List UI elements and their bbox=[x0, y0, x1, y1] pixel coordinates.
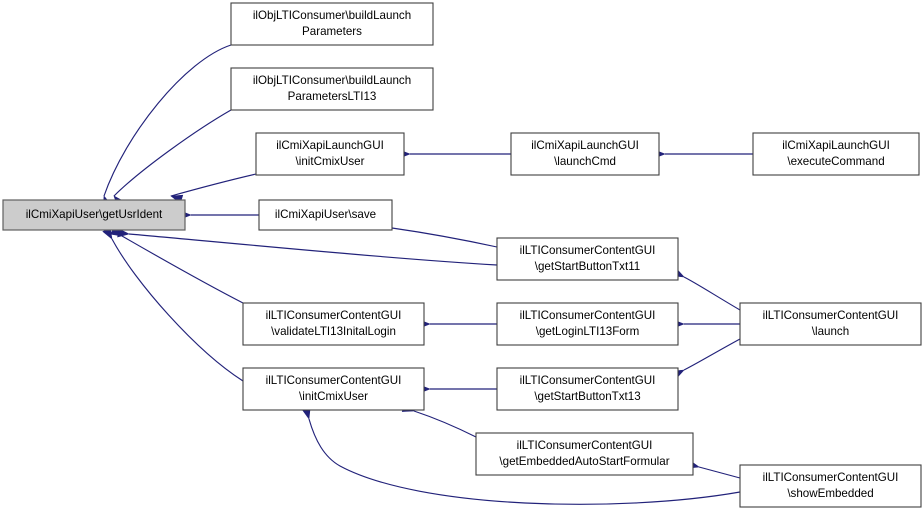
graph-node-executeCommand[interactable]: ilCmiXapiLaunchGUI \executeCommand bbox=[752, 132, 920, 176]
node-box bbox=[739, 464, 922, 508]
node-label-line1: ilLTIConsumerContentGUI bbox=[763, 309, 899, 322]
node-label-line1: ilObjLTIConsumer\buildLaunch bbox=[253, 9, 411, 22]
call-edge bbox=[698, 466, 741, 479]
graph-node-validateLTI13InitalLogin[interactable]: ilLTIConsumerContentGUI \validateLTI13Ini… bbox=[242, 302, 425, 346]
node-label-line1: ilLTIConsumerContentGUI bbox=[520, 374, 656, 387]
node-label-line1: ilCmiXapiLaunchGUI bbox=[531, 139, 639, 152]
node-box bbox=[242, 367, 425, 411]
node-label-line2: Parameters bbox=[302, 25, 362, 38]
node-label-line1: ilCmiXapiUser\save bbox=[275, 208, 376, 221]
node-label-line1: ilObjLTIConsumer\buildLaunch bbox=[253, 74, 411, 87]
node-label-line2: \initCmixUser bbox=[299, 390, 368, 403]
call-edge bbox=[121, 235, 244, 304]
node-box bbox=[739, 302, 922, 346]
node-label-line1: ilLTIConsumerContentGUI bbox=[520, 244, 656, 257]
node-box bbox=[475, 432, 694, 476]
node-box bbox=[510, 132, 660, 176]
edge-layer bbox=[103, 44, 753, 505]
graph-node-save[interactable]: ilCmiXapiUser\save bbox=[258, 199, 393, 231]
node-label-line1: ilLTIConsumerContentGUI bbox=[266, 309, 402, 322]
node-box bbox=[496, 367, 679, 411]
call-edge bbox=[113, 109, 232, 197]
graph-node-getStartButtonTxt13[interactable]: ilLTIConsumerContentGUI \getStartButtonTx… bbox=[496, 367, 679, 411]
node-label-line2: \validateLTI13InitalLogin bbox=[271, 325, 396, 338]
call-edge bbox=[111, 238, 244, 382]
node-label-line1: ilLTIConsumerContentGUI bbox=[520, 309, 656, 322]
node-box bbox=[258, 199, 393, 231]
node-label-line2: \launch bbox=[812, 325, 849, 338]
node-label-line2: \getLoginLTI13Form bbox=[536, 325, 640, 338]
node-label-line2: \initCmixUser bbox=[296, 155, 365, 168]
node-box bbox=[496, 237, 679, 281]
node-label-line1: ilCmiXapiLaunchGUI bbox=[782, 139, 890, 152]
graph-node-getUsrIdent[interactable]: ilCmiXapiUser\getUsrIdent bbox=[2, 199, 186, 231]
node-box bbox=[230, 2, 434, 46]
node-box bbox=[2, 199, 186, 231]
node-label-line1: ilLTIConsumerContentGUI bbox=[763, 471, 899, 484]
node-box bbox=[230, 67, 434, 111]
graph-node-buildLaunchParametersLTI13[interactable]: ilObjLTIConsumer\buildLaunchParametersLT… bbox=[230, 67, 434, 111]
call-edge bbox=[128, 233, 498, 266]
call-edge bbox=[170, 173, 257, 197]
node-label-line2: \showEmbedded bbox=[787, 487, 873, 500]
graph-node-launch[interactable]: ilLTIConsumerContentGUI \launch bbox=[739, 302, 922, 346]
call-edge bbox=[683, 276, 741, 311]
call-edge bbox=[391, 227, 498, 248]
call-edge bbox=[413, 410, 477, 438]
node-label-line2: \launchCmd bbox=[554, 155, 616, 168]
call-edge bbox=[683, 338, 741, 371]
node-label-line1: ilCmiXapiUser\getUsrIdent bbox=[26, 208, 163, 221]
graph-node-getEmbeddedAutoStartFormular[interactable]: ilLTIConsumerContentGUI \getEmbeddedAutoS… bbox=[475, 432, 694, 476]
node-box bbox=[496, 302, 679, 346]
node-label-line2: \getStartButtonTxt11 bbox=[535, 260, 640, 273]
graph-node-showEmbedded[interactable]: ilLTIConsumerContentGUI \showEmbedded bbox=[739, 464, 922, 508]
graph-node-getStartButtonTxt11[interactable]: ilLTIConsumerContentGUI \getStartButtonTx… bbox=[496, 237, 679, 281]
node-label-line1: ilLTIConsumerContentGUI bbox=[266, 374, 402, 387]
call-edge bbox=[103, 44, 232, 197]
node-box bbox=[242, 302, 425, 346]
node-box bbox=[752, 132, 920, 176]
node-label-line2: \getEmbeddedAutoStartFormular bbox=[499, 455, 669, 468]
node-label-line2: \executeCommand bbox=[787, 155, 884, 168]
graph-node-launchCmd[interactable]: ilCmiXapiLaunchGUI \launchCmd bbox=[510, 132, 660, 176]
graph-node-getLoginLTI13Form[interactable]: ilLTIConsumerContentGUI \getLoginLTI13For… bbox=[496, 302, 679, 346]
node-label-line2: \getStartButtonTxt13 bbox=[534, 390, 640, 403]
call-edge bbox=[308, 418, 741, 505]
node-label-line1: ilLTIConsumerContentGUI bbox=[517, 439, 653, 452]
node-label-line1: ilCmiXapiLaunchGUI bbox=[276, 139, 384, 152]
graph-node-initCmixUserContent[interactable]: ilLTIConsumerContentGUI \initCmixUser bbox=[242, 367, 425, 411]
node-label-line2: ParametersLTI13 bbox=[288, 90, 377, 103]
graph-node-initCmixUserGUI[interactable]: ilCmiXapiLaunchGUI \initCmixUser bbox=[255, 132, 405, 176]
node-box bbox=[255, 132, 405, 176]
